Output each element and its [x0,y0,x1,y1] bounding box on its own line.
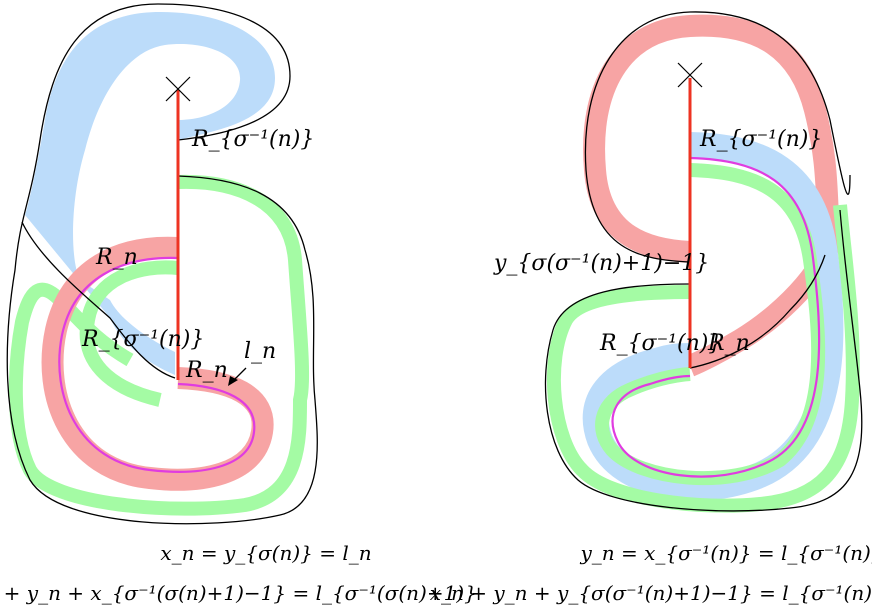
left-label-r-sigma-inv-mid: R_{σ⁻¹(n)} [81,327,204,352]
left-green-band-inner [79,260,179,407]
left-panel: R_{σ⁻¹(n)} R_n R_{σ⁻¹(n)} R_n l_n [6,3,318,525]
left-blue-band [25,12,275,375]
left-green-band-outer [8,174,310,516]
right-cross-marker [677,62,703,88]
right-label-r-n: R_n [707,331,750,356]
right-red-band [583,14,841,377]
left-label-l-n: l_n [244,339,276,364]
left-cross-marker [165,76,191,102]
right-label-r-sigma-inv-low: R_{σ⁻¹(n)} [599,331,722,356]
right-label-y: y_{σ(σ⁻¹(n)+1)−1} [493,251,709,276]
left-equation-2: x_n + y_n + x_{σ⁻¹(σ(n)+1)−1} = l_{σ⁻¹(σ… [0,581,477,605]
right-label-r-sigma-inv-top: R_{σ⁻¹(n)} [699,127,822,152]
left-equation-1: x_n = y_{σ(n)} = l_n [160,541,371,565]
right-outline [584,11,851,263]
left-label-r-sigma-inv-top: R_{σ⁻¹(n)} [191,127,314,152]
left-ln-arrow [228,367,247,386]
left-label-r-n-lower: R_n [185,358,228,383]
right-equation-2: x_n + y_n + y_{σ(σ⁻¹(n)+1)−1} = l_{σ⁻¹(n… [430,581,872,605]
left-outline [6,3,318,525]
left-outline-inner [21,221,176,379]
left-magenta-curve [58,256,256,473]
right-outline-bottom [544,209,863,512]
left-red-band [41,236,274,491]
right-green-band-outer [546,204,860,513]
right-outline-inner [689,254,826,369]
right-magenta-curve [611,156,821,478]
right-panel: R_{σ⁻¹(n)} y_{σ(σ⁻¹(n)+1)−1} R_{σ⁻¹(n)} … [493,11,863,513]
right-equation-1: y_n = x_{σ⁻¹(n)} = l_{σ⁻¹(n)} [579,541,872,565]
right-green-band [595,163,826,486]
left-label-r-n-upper: R_n [95,245,138,270]
